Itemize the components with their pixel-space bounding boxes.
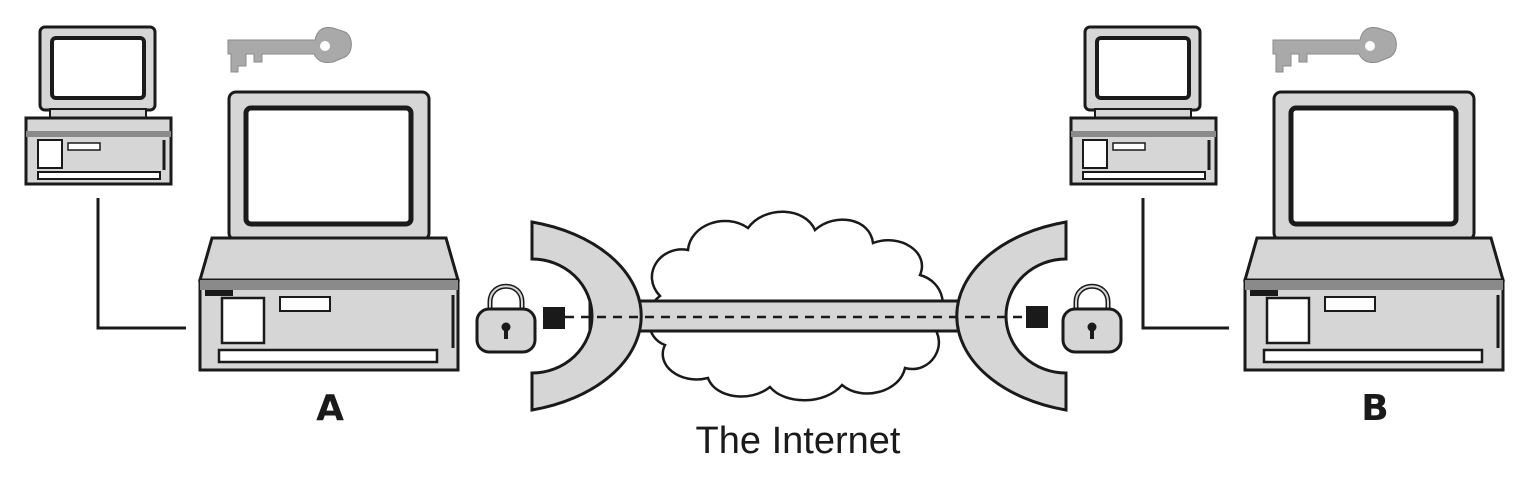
lan-link-a	[96, 198, 186, 330]
lock-icon-a	[477, 286, 535, 352]
node-label-a: A	[316, 388, 344, 429]
computer-icon-a	[200, 92, 458, 370]
lan-link-b	[1141, 198, 1229, 330]
network-label: The Internet	[696, 420, 901, 462]
workstation-icon-b	[1069, 25, 1218, 186]
key-icon-a	[227, 27, 352, 73]
tunnel-shield-icon-a	[530, 220, 643, 412]
tunnel-endpoint-a	[543, 307, 565, 329]
computer-icon-b	[1245, 92, 1503, 370]
node-label-b: B	[1361, 388, 1388, 429]
lock-icon-b	[1063, 286, 1121, 352]
tunnel-endpoint-b	[1026, 306, 1048, 328]
tunnel-shield-icon-b	[955, 220, 1068, 412]
workstation-icon-a	[24, 25, 173, 186]
key-icon-b	[1272, 27, 1397, 73]
